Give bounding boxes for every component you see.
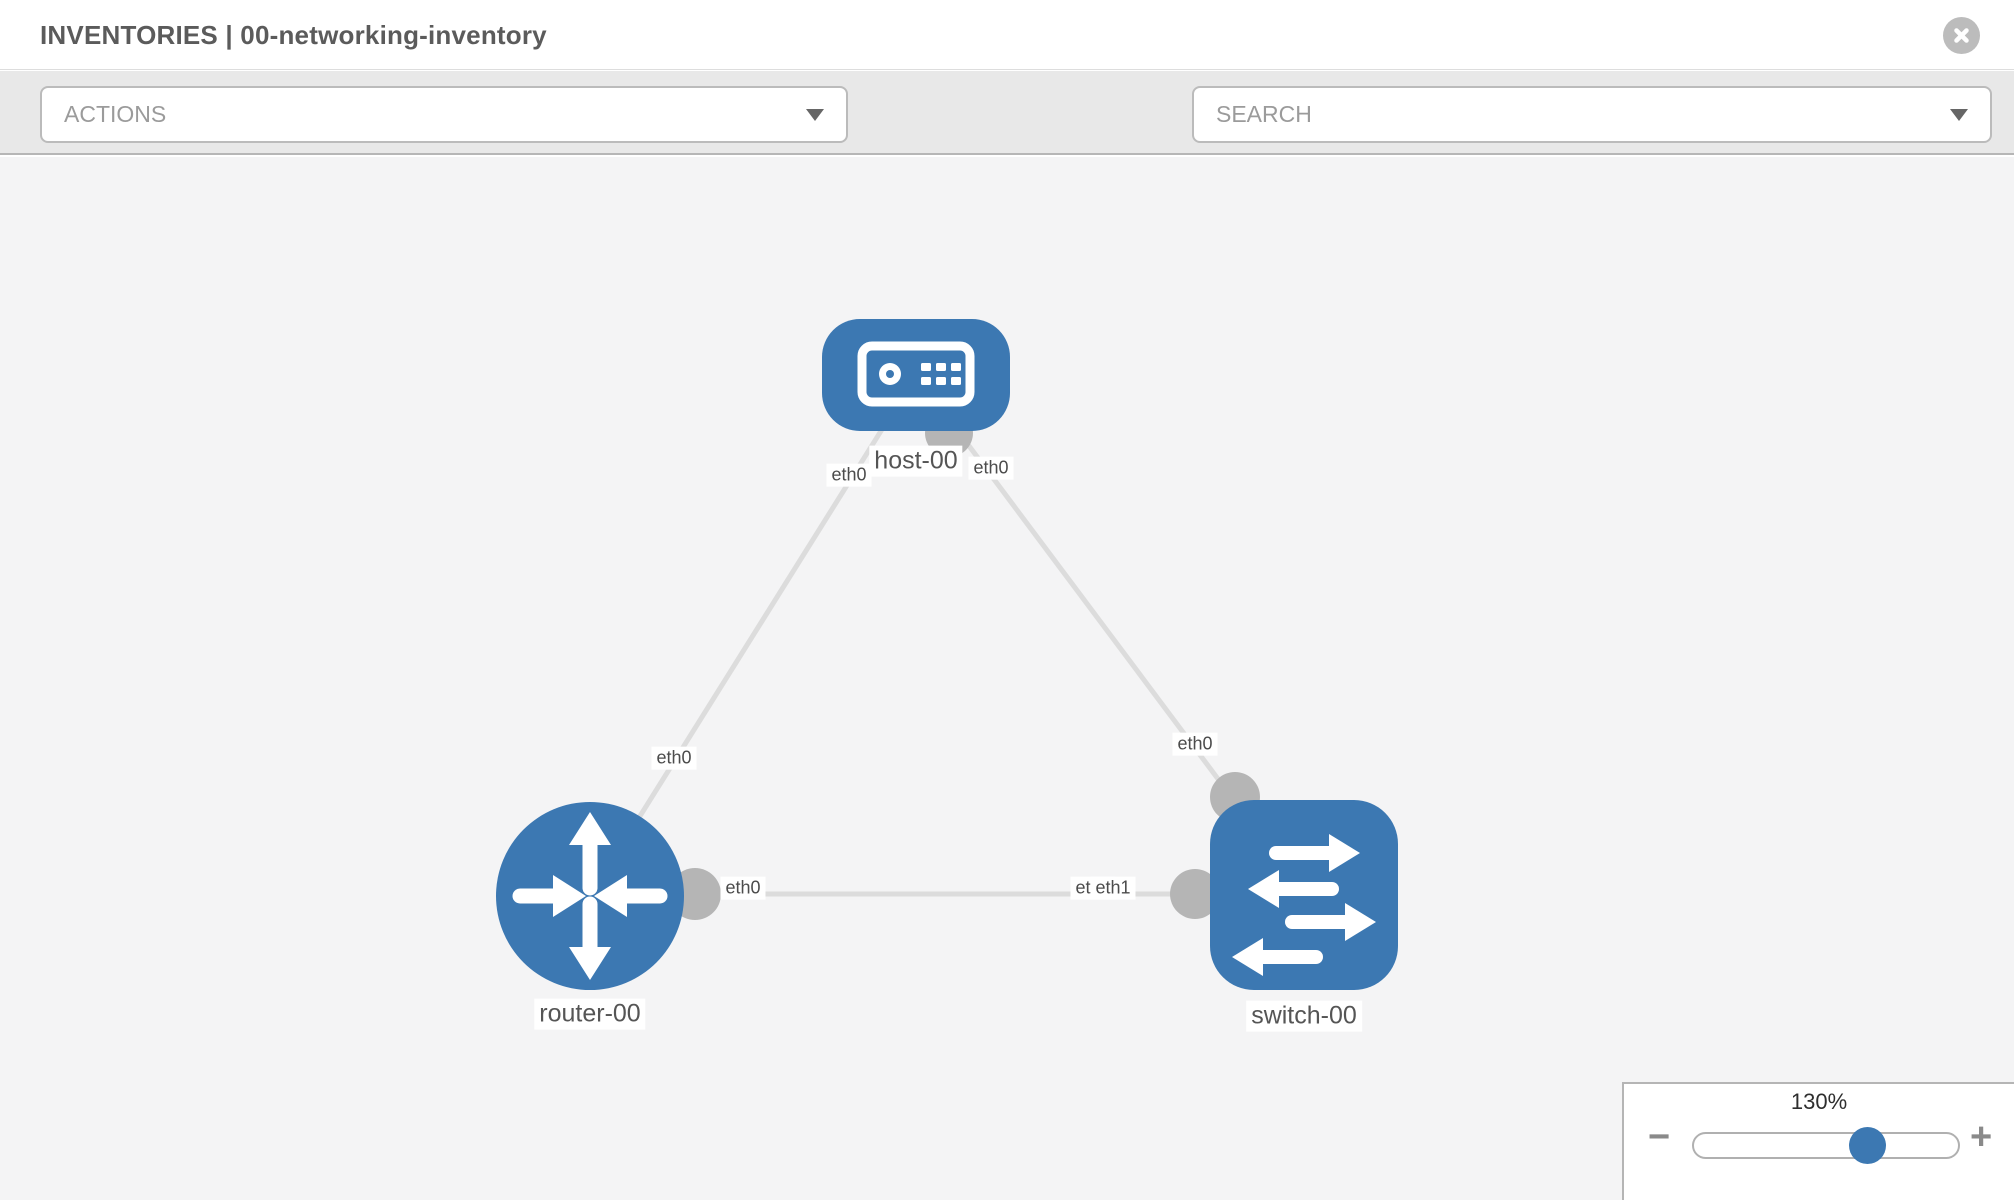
search-dropdown[interactable]: SEARCH [1192,86,1992,143]
zoom-out-button[interactable]: − [1648,1116,1671,1158]
zoom-widget: 130% − + [1622,1082,2014,1200]
if-label-router-eth0-top: eth0 [651,746,697,770]
zoom-slider-thumb[interactable] [1849,1127,1886,1164]
if-label-switch-eth1: eth1 [1090,876,1136,900]
if-label-host-eth0-left: eth0 [826,463,872,487]
chevron-down-icon [806,108,824,121]
node-label-switch: switch-00 [1246,1000,1362,1032]
close-button[interactable] [1943,17,1980,54]
link-host-router[interactable] [587,373,919,898]
zoom-in-button[interactable]: + [1970,1116,1993,1158]
node-switch-00[interactable] [1210,800,1398,990]
search-dropdown-label: SEARCH [1216,101,1312,127]
host-icon [857,341,975,407]
if-label-host-eth0-right: eth0 [968,456,1014,480]
node-host-00[interactable] [822,319,1010,431]
zoom-level-readout: 130% [1790,1089,1848,1114]
page-title: INVENTORIES | 00-networking-inventory [40,20,547,50]
panel-header: INVENTORIES | 00-networking-inventory [0,0,2014,70]
actions-dropdown[interactable]: ACTIONS [40,86,848,143]
chevron-down-icon [1950,108,1968,121]
switch-icon [1232,834,1376,976]
node-router-00[interactable] [496,802,684,990]
actions-dropdown-label: ACTIONS [64,101,167,127]
toolbar: ACTIONS SEARCH [0,71,2014,203]
node-label-router: router-00 [534,998,646,1030]
node-label-host: host-00 [869,445,963,477]
topology-canvas[interactable]: host-00 router-00 switch-00 eth0 eth0 et… [0,157,2014,1200]
topology-graph [496,319,1398,990]
close-icon [1954,28,1969,43]
router-icon [512,812,668,980]
zoom-slider-track[interactable] [1692,1127,1960,1164]
port-switch-eth1 [1170,869,1220,919]
if-label-router-eth0-mid: eth0 [720,876,766,900]
if-label-switch-eth0-top: eth0 [1172,732,1218,756]
